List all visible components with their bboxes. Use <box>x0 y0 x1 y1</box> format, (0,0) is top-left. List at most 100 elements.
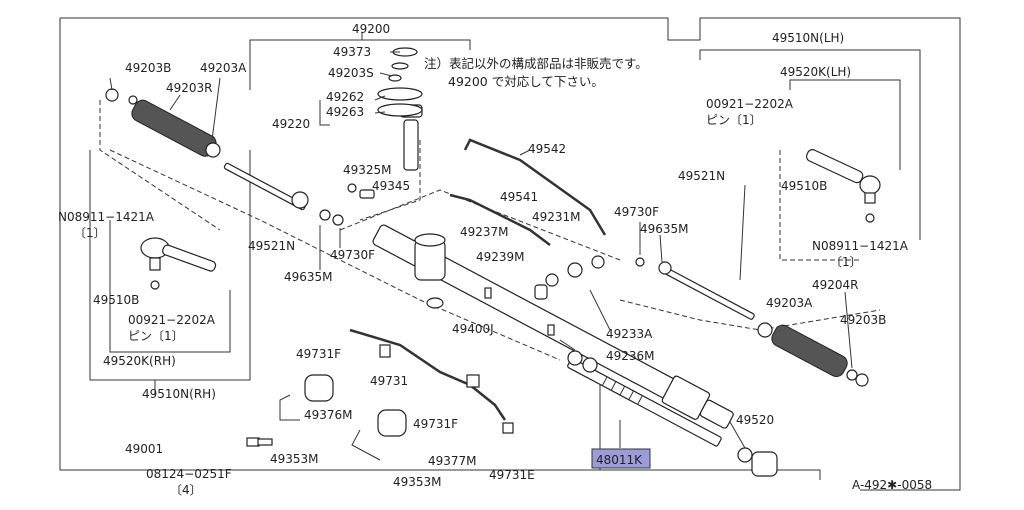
right-clamp <box>757 322 773 338</box>
label-49373: 49373 <box>333 45 371 59</box>
left-boot <box>131 99 217 157</box>
clamp-49731F-b <box>466 374 480 388</box>
left-tie-rod <box>223 162 306 211</box>
label-49345: 49345 <box>372 179 410 193</box>
leader-49203B-l <box>109 77 113 91</box>
leader-49220 <box>319 100 330 126</box>
leader-49542 <box>519 149 531 156</box>
seal-49236M-a <box>567 350 583 366</box>
bolt-08124 <box>246 437 273 447</box>
label-08124: 08124−0251F <box>146 467 232 481</box>
fitting-49239M <box>545 273 559 287</box>
part-labels: 49200 49373 49203S 49262 49263 49220 注）表… <box>58 22 932 497</box>
label-49730F-right: 49730F <box>614 205 659 219</box>
label-00921-left-pin: ピン〔1〕 <box>128 329 184 343</box>
label-49203R: 49203R <box>166 81 213 95</box>
left-tie-rod-end <box>140 237 217 272</box>
label-08911-left-qty: 〔1〕 <box>74 226 106 240</box>
leader-49635M-r <box>659 234 663 263</box>
pressure-line-49541 <box>449 193 551 246</box>
label-49521N-right: 49521N <box>678 169 725 183</box>
stud-a <box>484 287 492 299</box>
mount-49376M <box>279 374 334 421</box>
label-49204R: 49204R <box>812 278 859 292</box>
label-49325M: 49325M <box>343 163 392 177</box>
leader-49203S <box>379 72 393 77</box>
label-49231M: 49231M <box>532 210 581 224</box>
leader-49236M <box>559 339 576 351</box>
label-49541: 49541 <box>500 190 538 204</box>
leader-49203R <box>169 94 181 111</box>
return-line-49731 <box>349 328 507 421</box>
right-tie-rod <box>663 267 755 320</box>
note-line-1: 注）表記以外の構成部品は非販売です。 <box>424 56 648 71</box>
label-49510N-LH: 49510N(LH) <box>772 31 844 45</box>
bracket-49510N-LH <box>699 49 921 240</box>
label-49730F-left: 49730F <box>330 248 375 262</box>
label-49200: 49200 <box>352 22 390 36</box>
label-49239M: 49239M <box>476 250 525 264</box>
fitting-49231M <box>567 262 583 278</box>
seal-49400J <box>426 297 444 309</box>
outer-frame <box>60 17 961 491</box>
bracket-49510N-RH <box>89 150 251 381</box>
highlight-48011K <box>591 448 651 469</box>
left-cotter-nut <box>150 280 160 290</box>
clamp-49731E <box>502 422 514 434</box>
leader-49233A <box>589 289 611 331</box>
label-49203A-left: 49203A <box>200 61 247 75</box>
label-49220: 49220 <box>272 117 310 131</box>
seal-49520-a <box>737 447 753 463</box>
pinion-valve <box>377 47 446 281</box>
label-49520K-RH: 49520K(RH) <box>103 354 176 368</box>
leader-49521N-r <box>739 184 746 281</box>
clamp-49731F-a <box>379 344 391 358</box>
left-washer <box>319 209 331 221</box>
label-49731: 49731 <box>370 374 408 388</box>
label-08911-left: N08911−1421A <box>58 210 155 224</box>
left-bushing <box>332 214 344 226</box>
label-00921-right: 00921−2202A <box>706 97 794 111</box>
part-49345 <box>359 189 375 199</box>
label-49203A-right: 49203A <box>766 296 813 310</box>
fitting-49237M <box>534 284 548 300</box>
label-49510N-RH: 49510N(RH) <box>142 387 216 401</box>
label-49203B-right: 49203B <box>840 313 886 327</box>
label-08124-qty: 〔4〕 <box>170 483 202 497</box>
right-nut <box>855 373 869 387</box>
note-line-2: 49200 で対応して下さい。 <box>448 74 604 89</box>
part-49325M <box>347 183 357 193</box>
right-cotter-nut <box>865 213 875 223</box>
label-49400J: 49400J <box>452 322 494 336</box>
diagram-id: A-492✱-0058 <box>852 478 932 492</box>
label-49001: 49001 <box>125 442 163 456</box>
mount-49377M <box>351 409 407 461</box>
label-49233A: 49233A <box>606 327 653 341</box>
label-49203B-left: 49203B <box>125 61 171 75</box>
bushing-49520 <box>751 451 778 477</box>
bracket-49200 <box>249 39 471 90</box>
stud-b <box>547 324 555 336</box>
label-49520K-LH: 49520K(LH) <box>780 65 851 79</box>
label-49510B-right: 49510B <box>781 179 827 193</box>
label-48011K[interactable]: 48011K <box>596 453 643 467</box>
label-49731F-b: 49731F <box>413 417 458 431</box>
label-49263: 49263 <box>326 105 364 119</box>
label-49542: 49542 <box>528 142 566 156</box>
label-49635M-left: 49635M <box>284 270 333 284</box>
label-49236M: 49236M <box>606 349 655 363</box>
seal-49236M-b <box>582 357 598 373</box>
rack-housing <box>372 224 734 429</box>
right-washer <box>635 257 645 267</box>
label-49510B-left: 49510B <box>93 293 139 307</box>
label-08911-right-qty: 〔1〕 <box>830 255 862 269</box>
left-tie-joint <box>291 191 309 209</box>
label-49353M-b: 49353M <box>393 475 442 489</box>
leader-49204R <box>844 291 853 369</box>
fitting-49233A <box>591 255 605 269</box>
right-tie-rod-end <box>805 149 881 204</box>
dashed-assembly-3 <box>619 299 881 331</box>
dashed-assembly-5 <box>99 100 221 231</box>
label-49237M: 49237M <box>460 225 509 239</box>
